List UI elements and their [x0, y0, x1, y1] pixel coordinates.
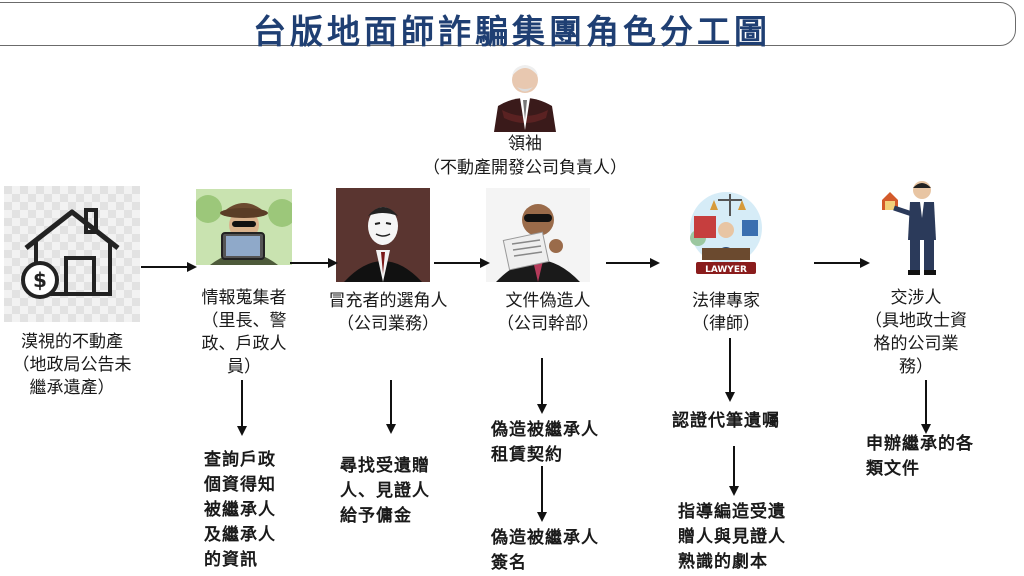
task-intel-query: 查詢戶政個資得知被繼承人及繼承人的資訊	[204, 450, 276, 570]
document-forger-image	[486, 188, 590, 282]
house-icon: $	[4, 186, 140, 322]
leader-figure	[488, 60, 562, 132]
task-legal-will: 認證代筆遺囑	[672, 411, 780, 431]
leader-subtitle: （不動產開發公司負責人）	[423, 158, 627, 178]
lawyer-badge-text: LAWYER	[705, 265, 747, 275]
arrow-legal-down-1	[725, 338, 735, 402]
arrow-property-to-intel	[141, 262, 197, 272]
arrow-legal-to-negotiator	[814, 258, 870, 268]
role-label-negotiator: 交涉人（具地政士資格的公司業務）	[865, 288, 967, 377]
task-forge-lease: 偽造被繼承人租賃契約	[491, 420, 599, 465]
svg-text:$: $	[33, 268, 47, 292]
page-title: 台版地面師詐騙集團角色分工圖	[253, 12, 771, 51]
lawyer-image: LAWYER	[680, 186, 772, 278]
role-label-document-forger: 文件偽造人（公司幹部）	[497, 291, 599, 334]
role-label-property: 漠視的不動產（地政局公告未繼承遺產）	[12, 332, 132, 398]
arrow-forger-down-2	[537, 466, 547, 522]
arrow-intel-down	[237, 380, 247, 436]
arrow-casting-to-forger	[434, 258, 490, 268]
arrow-negotiator-down	[921, 380, 931, 434]
arrow-forger-down-1	[537, 358, 547, 414]
task-casting-recruit: 尋找受遺贈人、見證人給予傭金	[340, 456, 430, 526]
task-negotiator-docs: 申辦繼承的各類文件	[866, 434, 974, 479]
title-bar	[0, 2, 1016, 46]
masked-man-image	[336, 188, 430, 282]
task-legal-script: 指導編造受遺贈人與見證人熟識的劇本	[678, 502, 786, 572]
arrow-forger-to-legal	[606, 258, 660, 268]
role-label-legal-expert: 法律專家（律師）	[692, 291, 760, 334]
arrow-casting-down	[386, 380, 396, 434]
leader-name: 領袖	[508, 134, 542, 154]
role-label-intel-gatherer: 情報蒐集者（里長、警政、戶政人員）	[201, 288, 287, 377]
role-label-casting-agent: 冒充者的選角人（公司業務）	[328, 291, 448, 334]
arrow-legal-down-2	[729, 446, 739, 496]
spy-with-phone-image	[196, 189, 292, 265]
negotiator-image	[876, 178, 956, 278]
task-forge-signature: 偽造被繼承人簽名	[491, 528, 599, 573]
arrow-intel-to-casting	[290, 258, 338, 268]
